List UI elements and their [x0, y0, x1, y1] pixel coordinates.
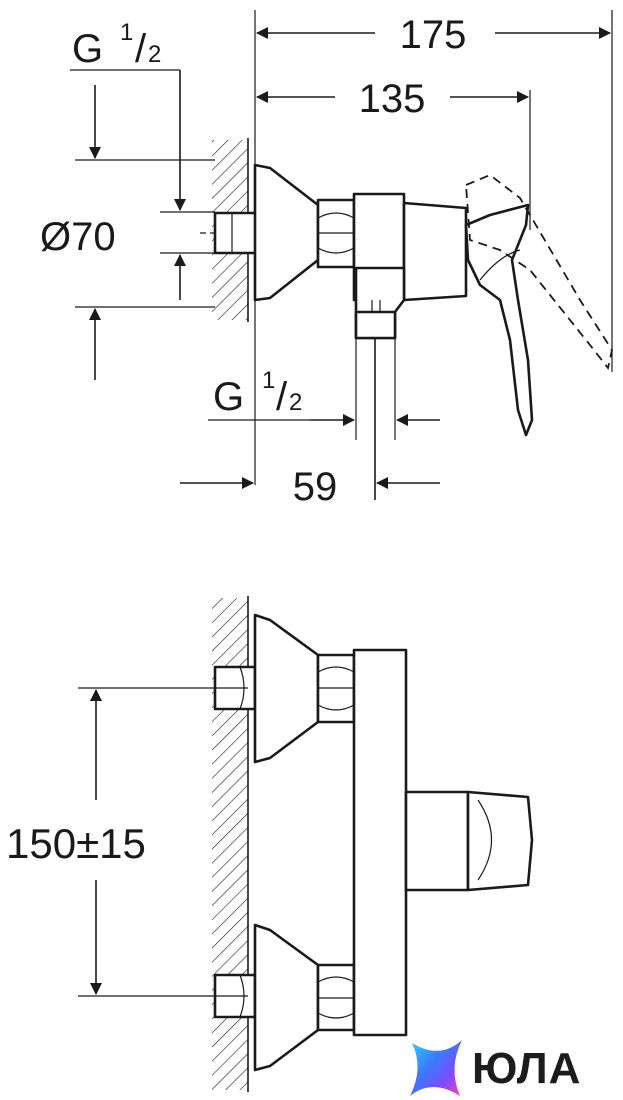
dim-59-label: 59	[293, 465, 338, 509]
dim-135-label: 135	[359, 77, 426, 121]
svg-text:/: /	[276, 375, 288, 419]
dim-150-label: 150±15	[6, 820, 146, 867]
svg-text:2: 2	[148, 41, 161, 68]
svg-text:/: /	[135, 27, 147, 71]
svg-text:1: 1	[262, 367, 275, 394]
brand-name: ЮЛА	[472, 1044, 582, 1093]
front-view: 150±15	[6, 596, 534, 1092]
svg-text:2: 2	[289, 389, 302, 416]
side-view: 175 135 G 1 / 2 Ø70	[40, 10, 613, 509]
thread-label-bottom: G 1 / 2	[213, 367, 302, 419]
svg-text:G: G	[72, 27, 103, 71]
thread-label-top: G 1 / 2	[72, 19, 161, 71]
dim-diameter-label: Ø70	[40, 215, 116, 259]
svg-text:G: G	[213, 375, 244, 419]
svg-text:1: 1	[120, 19, 133, 46]
dim-175-label: 175	[400, 13, 467, 57]
brand-logo-icon	[410, 1040, 462, 1096]
